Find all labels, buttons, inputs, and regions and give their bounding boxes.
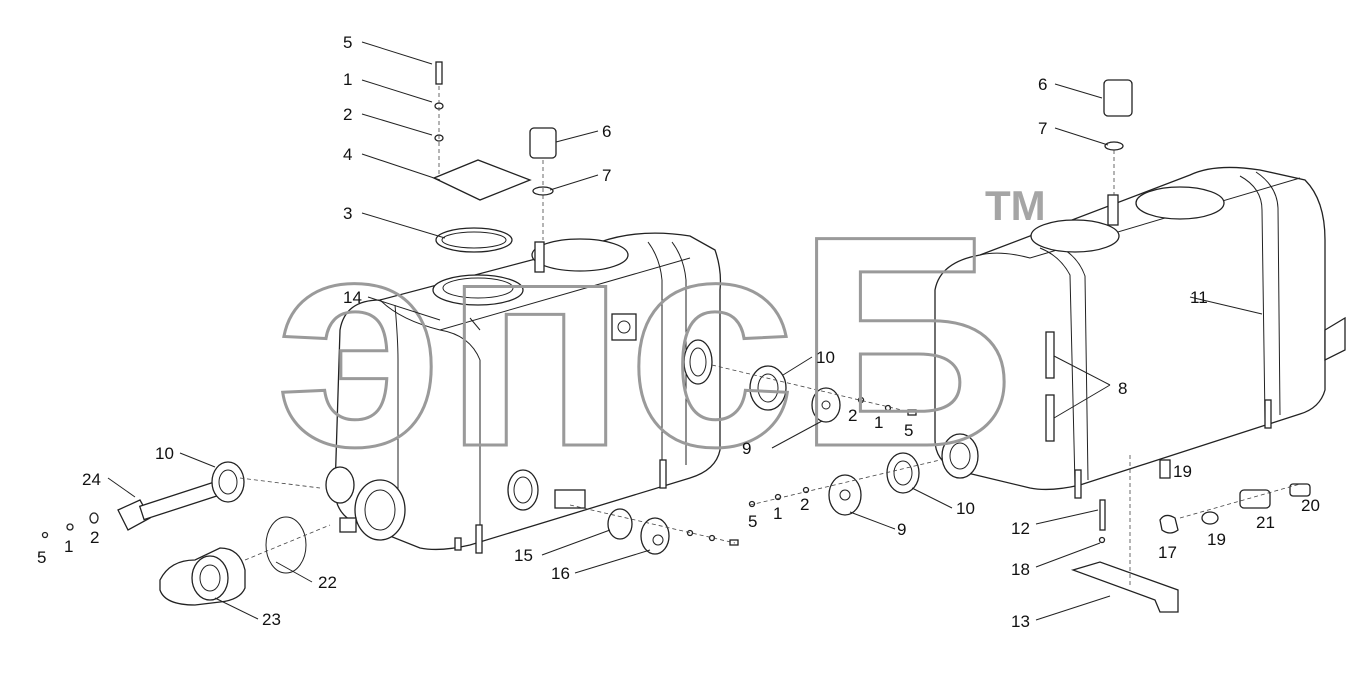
callout-19-upper: 19 [1173, 462, 1192, 481]
callout-7-right: 7 [1038, 119, 1047, 138]
callout-23: 23 [262, 610, 281, 629]
callout-2-top: 2 [343, 105, 352, 124]
watermark-text: эпсБ [275, 173, 1015, 509]
middle-flange-kit [748, 452, 941, 516]
callout-17: 17 [1158, 543, 1177, 562]
callout-9-upper: 9 [742, 439, 751, 458]
callout-2-middle: 2 [800, 495, 809, 514]
left-flange-kit [711, 364, 917, 423]
right-tank-bottom-parts [1070, 455, 1311, 613]
callout-22: 22 [318, 573, 337, 592]
callout-4: 4 [343, 145, 352, 164]
callout-10-upper: 10 [816, 348, 835, 367]
callout-15: 15 [514, 546, 533, 565]
callout-5-left: 5 [37, 548, 46, 567]
left-tank [325, 232, 722, 554]
callout-11: 11 [1190, 288, 1208, 307]
callout-8: 8 [1118, 379, 1127, 398]
right-tank [934, 166, 1346, 499]
callout-1-top: 1 [343, 70, 352, 89]
callout-19-lower: 19 [1207, 530, 1226, 549]
callout-1-left: 1 [64, 537, 73, 556]
callout-16: 16 [551, 564, 570, 583]
callout-7-left: 7 [602, 166, 611, 185]
callout-10-middle: 10 [956, 499, 975, 518]
callout-9-middle: 9 [897, 520, 906, 539]
callout-13: 13 [1011, 612, 1030, 631]
left-lower-assembly [41, 461, 331, 606]
callout-20: 20 [1301, 496, 1320, 515]
watermark-trademark: TM [985, 182, 1046, 229]
callout-1-middle: 1 [773, 504, 782, 523]
callout-18: 18 [1011, 560, 1030, 579]
callout-3: 3 [343, 204, 352, 223]
callout-5-top: 5 [343, 33, 352, 52]
callout-24: 24 [82, 470, 101, 489]
callout-1-upper: 1 [874, 413, 883, 432]
callout-12: 12 [1011, 519, 1030, 538]
callout-2-left: 2 [90, 528, 99, 547]
leader-lines [107, 41, 1263, 621]
left-tank-top-parts [432, 61, 557, 253]
callout-5-middle: 5 [748, 512, 757, 531]
callout-2-upper: 2 [848, 406, 857, 425]
right-tank-top-parts [1103, 79, 1133, 195]
callout-5-upper: 5 [904, 421, 913, 440]
callout-14: 14 [343, 288, 362, 307]
watermark: эпсБ TM [274, 172, 1046, 511]
bottom-flange-kit [569, 504, 739, 555]
callout-6-right: 6 [1038, 75, 1047, 94]
callout-21: 21 [1256, 513, 1275, 532]
callout-10-left: 10 [155, 444, 174, 463]
callout-6-left: 6 [602, 122, 611, 141]
callout-labels: 5 1 2 4 3 6 7 14 10 9 2 1 5 10 24 5 1 2 … [37, 33, 1320, 631]
